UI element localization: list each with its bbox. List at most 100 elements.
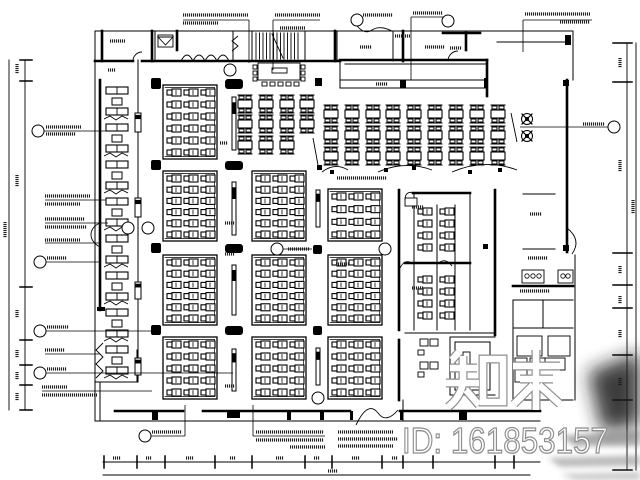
dining-chair xyxy=(345,118,352,123)
workstation xyxy=(348,230,364,239)
workstation-desk xyxy=(205,208,216,217)
workstation-block xyxy=(251,254,307,326)
workstation-desk xyxy=(370,376,381,385)
workstation-desk xyxy=(205,88,216,97)
fixture xyxy=(417,349,425,356)
workstation-desk xyxy=(260,352,271,361)
workstation-chair xyxy=(348,365,355,372)
workstation-chair xyxy=(255,231,262,238)
workstation-block xyxy=(251,170,307,242)
dining-table-4-seat xyxy=(258,114,274,134)
workstation-chair xyxy=(166,304,173,311)
workstation-desk xyxy=(188,219,199,228)
booth-curtain-line xyxy=(103,189,129,195)
workstation-desk xyxy=(171,196,182,205)
workstation xyxy=(255,352,271,361)
workstation-chair xyxy=(200,377,207,384)
workstation xyxy=(166,269,182,278)
column-post xyxy=(151,160,161,170)
workstation xyxy=(348,364,364,373)
fixture xyxy=(157,34,174,48)
dining-table-4-seat xyxy=(279,94,295,114)
workstation-chair xyxy=(331,206,338,213)
dining-chair xyxy=(373,118,380,123)
workstation-chair xyxy=(200,365,207,372)
workstation-desk xyxy=(422,299,433,308)
workstation xyxy=(331,217,347,226)
workstation-desk xyxy=(353,280,364,289)
workstation xyxy=(166,280,182,289)
workstation xyxy=(200,124,216,133)
dining-table xyxy=(427,109,443,119)
fixture xyxy=(252,64,258,70)
workstation-chair xyxy=(272,270,279,277)
dining-table-4-seat xyxy=(469,104,485,124)
workstation-chair xyxy=(183,149,190,156)
workstation xyxy=(200,280,216,289)
workstation-chair xyxy=(272,231,279,238)
dining-chair xyxy=(428,139,435,144)
workstation xyxy=(365,217,381,226)
fixture xyxy=(547,335,571,357)
workstation-chair xyxy=(365,341,372,348)
dining-chair xyxy=(470,126,477,131)
workstation-desk xyxy=(277,258,288,267)
workstation-chair xyxy=(348,270,355,277)
partition-screen-fill xyxy=(316,351,320,360)
workstation-chair xyxy=(255,341,262,348)
column-post xyxy=(565,35,571,45)
workstation-desk xyxy=(294,258,305,267)
workstation-chair xyxy=(255,281,262,288)
workstation-chair xyxy=(183,197,190,204)
workstation-desk xyxy=(294,174,305,183)
curve-line xyxy=(510,112,518,143)
dining-chair xyxy=(280,128,287,133)
dining-chair xyxy=(373,147,380,152)
workstation xyxy=(183,376,199,385)
workstation-block xyxy=(327,188,383,242)
workstation xyxy=(289,314,305,323)
workstation-desk xyxy=(171,185,182,194)
workstation-chair xyxy=(365,304,372,311)
workstation-chair xyxy=(200,315,207,322)
workstation-chair xyxy=(200,149,207,156)
workstation-desk xyxy=(171,100,182,109)
workstation xyxy=(166,208,182,217)
workstation-chair xyxy=(289,315,296,322)
booth-curtain-line xyxy=(103,300,129,306)
workstation-chair xyxy=(166,281,173,288)
dining-table-4-seat xyxy=(344,104,360,124)
workstation xyxy=(348,388,364,397)
workstation-desk xyxy=(188,314,199,323)
stair-direction-line xyxy=(271,33,284,59)
workstation-desk xyxy=(444,231,455,240)
dining-table xyxy=(490,109,506,119)
workstation-desk xyxy=(370,217,381,226)
dining-table-4-seat xyxy=(448,146,464,166)
workstation-chair xyxy=(183,377,190,384)
workstation xyxy=(166,376,182,385)
workstation-chair xyxy=(272,377,279,384)
dining-table-4-seat xyxy=(490,125,506,145)
shadow-streak xyxy=(588,352,640,432)
workstation xyxy=(348,205,364,214)
dining-chair xyxy=(352,126,359,131)
workstation xyxy=(200,88,216,97)
workstation-chair xyxy=(289,293,296,300)
workstation-chair xyxy=(166,89,173,96)
workstation xyxy=(166,100,182,109)
window-booth xyxy=(103,308,129,343)
window-booth xyxy=(103,345,129,380)
corner-shadow xyxy=(548,352,640,480)
workstation-chair xyxy=(439,208,446,215)
workstation-chair xyxy=(365,206,372,213)
workstation-desk xyxy=(336,303,347,312)
workstation-desk xyxy=(277,185,288,194)
workstation-chair xyxy=(255,365,262,372)
dining-chair xyxy=(456,147,463,152)
dining-chair xyxy=(266,95,273,100)
workstation xyxy=(200,208,216,217)
workstation xyxy=(331,340,347,349)
brand-glyph-fill xyxy=(536,382,563,407)
workstation xyxy=(439,299,455,308)
